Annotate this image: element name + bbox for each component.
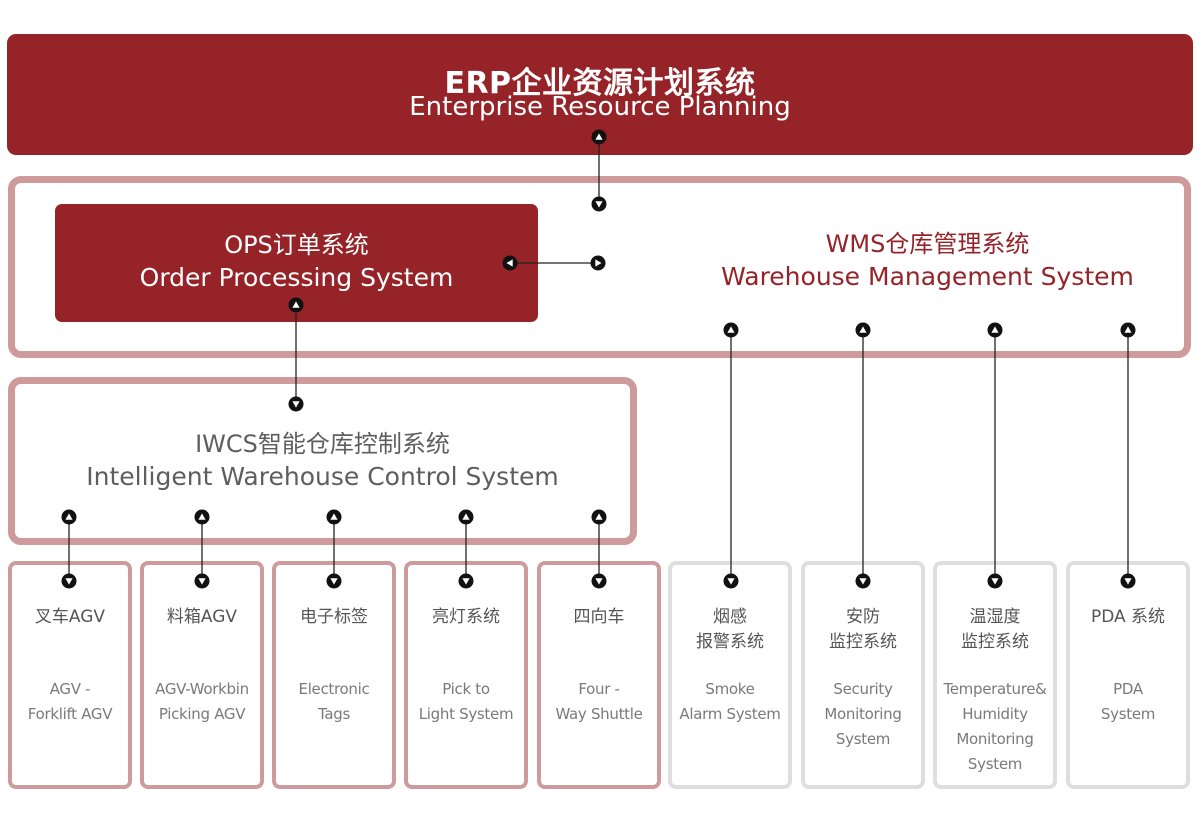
- subsystem-title-en: Four -Way Shuttle: [555, 680, 643, 723]
- erp-title-en: Enterprise Resource Planning: [409, 92, 791, 122]
- subsystem-card: 四向车 Four -Way Shuttle: [537, 561, 661, 789]
- erp-title-cn: ERP企业资源计划系统: [444, 66, 756, 101]
- iwcs-title: IWCS智能仓库控制系统 Intelligent Warehouse Contr…: [8, 428, 637, 494]
- wms-title: WMS仓库管理系统 Warehouse Management System: [640, 228, 1200, 294]
- wms-title-cn: WMS仓库管理系统: [825, 230, 1030, 258]
- subsystem-title-en: AGV -Forklift AGV: [27, 680, 113, 723]
- subsystem-title-cn: 料箱AGV: [166, 607, 238, 627]
- subsystem-title-cn: 烟感报警系统: [696, 607, 764, 652]
- subsystem-title-cn: 叉车AGV: [34, 607, 106, 627]
- subsystem-title-cn: PDA 系统: [1090, 607, 1166, 627]
- iwcs-title-cn: IWCS智能仓库控制系统: [195, 430, 450, 458]
- subsystem-title-cn: 安防监控系统: [829, 607, 897, 652]
- ops-title-cn: OPS订单系统: [224, 231, 369, 259]
- subsystem-title-cn: 电子标签: [300, 607, 368, 627]
- iwcs-container: [8, 377, 637, 545]
- subsystem-title-cn: 温湿度监控系统: [961, 607, 1029, 652]
- wms-title-en: Warehouse Management System: [721, 262, 1134, 291]
- ops-box: OPS订单系统 Order Processing System: [55, 204, 538, 322]
- erp-banner: ERP企业资源计划系统 Enterprise Resource Planning: [7, 34, 1193, 155]
- iwcs-title-en: Intelligent Warehouse Control System: [86, 462, 559, 491]
- ops-title-en: Order Processing System: [139, 263, 454, 292]
- subsystem-card: 叉车AGV AGV -Forklift AGV: [8, 561, 132, 789]
- subsystem-title-cn: 亮灯系统: [432, 607, 500, 627]
- subsystem-title-cn: 四向车: [573, 607, 625, 627]
